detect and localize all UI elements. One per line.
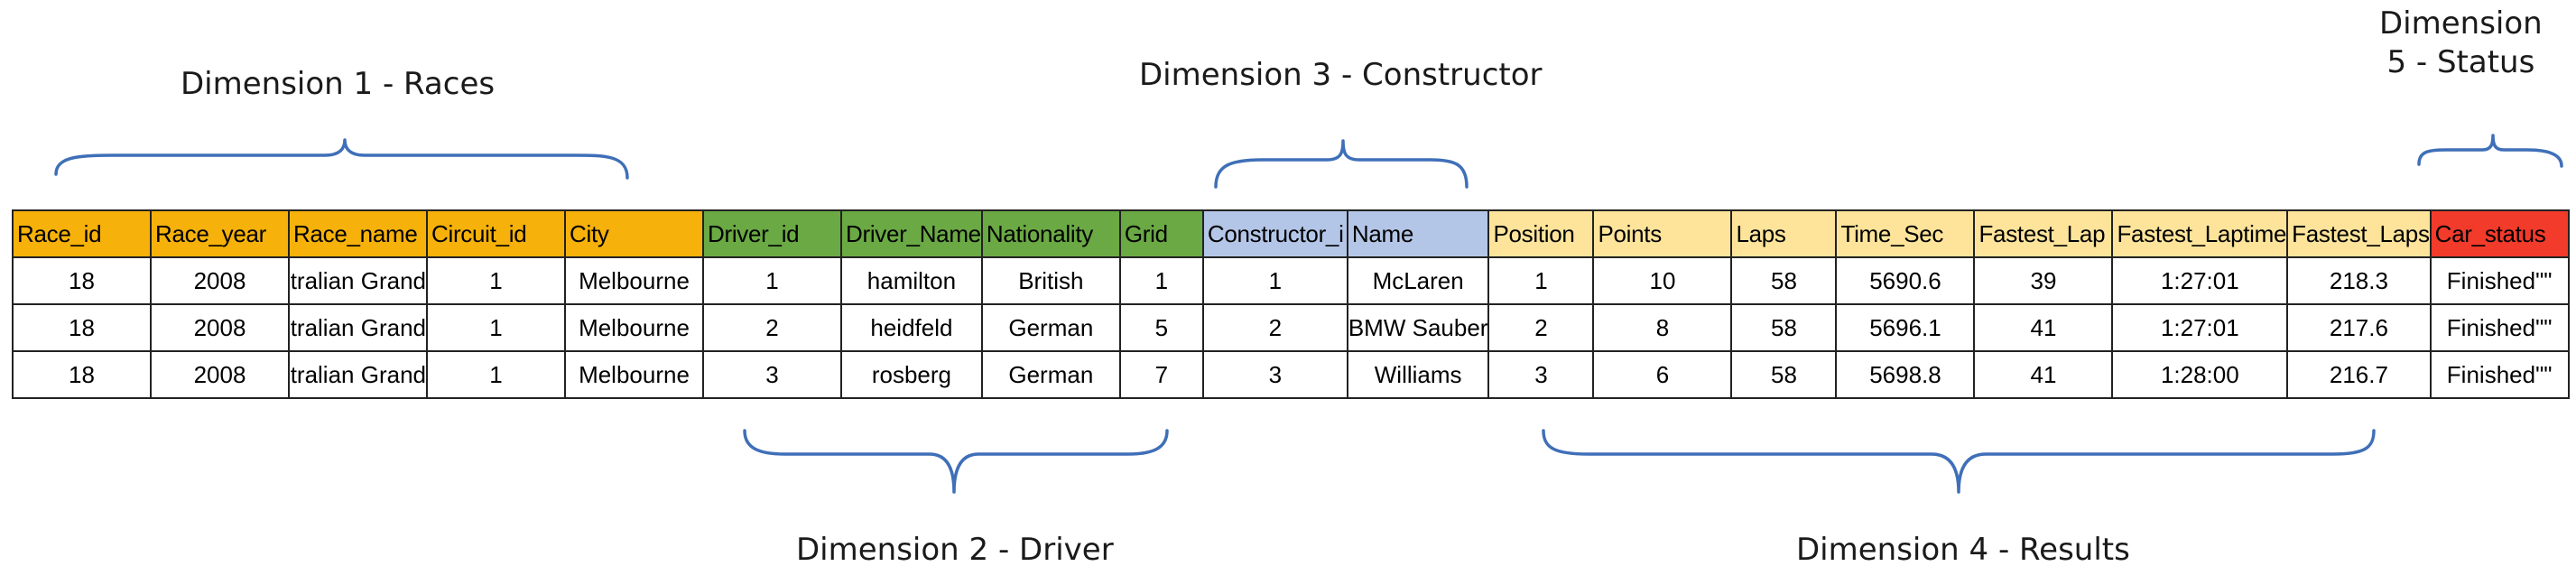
brace-constructor (1214, 139, 1469, 189)
table-cell: 1 (1487, 256, 1595, 305)
table-cell: 5698.8 (1835, 350, 1976, 399)
table-cell: 216.7 (2286, 350, 2432, 399)
brace-driver (743, 429, 1169, 494)
table-cell: 58 (1730, 256, 1838, 305)
header-grid: Grid (1118, 209, 1204, 258)
table-cell: 1 (426, 303, 566, 352)
header-race-name: Race_name (288, 209, 428, 258)
header-nationality: Nationality (980, 209, 1121, 258)
table-cell: 1 (426, 350, 566, 399)
table-cell: McLaren (1346, 256, 1490, 305)
table-cell: 1:28:00 (2111, 350, 2289, 399)
header-laps: Laps (1730, 209, 1838, 258)
table-row: 18 2008 tralian Grand 1 Melbourne 1 hami… (12, 256, 2570, 305)
table-cell: 10 (1592, 256, 1733, 305)
header-fastest-laptime: Fastest_Laptime (2111, 209, 2289, 258)
table-cell: Finished"" (2429, 350, 2570, 399)
header-points: Points (1592, 209, 1733, 258)
header-car-status: Car_status (2429, 209, 2570, 258)
table-cell: 218.3 (2286, 256, 2432, 305)
table-cell: 2008 (150, 256, 290, 305)
table-cell: heidfeld (840, 303, 983, 352)
table-cell: 41 (1973, 303, 2114, 352)
header-fastest-laps: Fastest_Laps (2286, 209, 2432, 258)
table-cell: 217.6 (2286, 303, 2432, 352)
header-row: Race_id Race_year Race_name Circuit_id C… (12, 209, 2570, 258)
table-cell: 18 (12, 303, 152, 352)
header-driver-name: Driver_Name (840, 209, 983, 258)
table-cell: 2 (1487, 303, 1595, 352)
table-cell: 2008 (150, 303, 290, 352)
table-cell: British (980, 256, 1121, 305)
brace-results (1542, 429, 2376, 494)
table-cell: 1 (1201, 256, 1348, 305)
dimension-label-status-line2: 5 - Status (2386, 43, 2535, 80)
table-cell: 1 (1118, 256, 1204, 305)
table-cell: Melbourne (564, 350, 704, 399)
table-cell: 6 (1592, 350, 1733, 399)
table-cell: 5690.6 (1835, 256, 1976, 305)
header-position: Position (1487, 209, 1595, 258)
table-cell: German (980, 303, 1121, 352)
table-cell: 1:27:01 (2111, 256, 2289, 305)
table-cell: 2 (702, 303, 842, 352)
table-cell: 7 (1118, 350, 1204, 399)
dimension-label-status-line1: Dimension (2379, 5, 2543, 42)
table-cell: Melbourne (564, 303, 704, 352)
table-cell: 1:27:01 (2111, 303, 2289, 352)
table-cell: 39 (1973, 256, 2114, 305)
header-constructor-id: Constructor_i (1201, 209, 1348, 258)
dimension-label-results: Dimension 4 - Results (1796, 532, 2130, 568)
header-constructor-name: Name (1346, 209, 1490, 258)
table-cell: BMW Sauber (1346, 303, 1490, 352)
dimension-label-constructor: Dimension 3 - Constructor (1139, 57, 1543, 93)
table-cell: 5 (1118, 303, 1204, 352)
table-cell: rosberg (840, 350, 983, 399)
table-cell: German (980, 350, 1121, 399)
table-cell: 3 (1201, 350, 1348, 399)
table-cell: 8 (1592, 303, 1733, 352)
table-cell: 3 (702, 350, 842, 399)
table-cell: Williams (1346, 350, 1490, 399)
header-city: City (564, 209, 704, 258)
table-row: 18 2008 tralian Grand 1 Melbourne 2 heid… (12, 303, 2570, 352)
table-cell: 3 (1487, 350, 1595, 399)
table-cell: tralian Grand (288, 256, 428, 305)
table-cell: Finished"" (2429, 256, 2570, 305)
header-race-id: Race_id (12, 209, 152, 258)
table-cell: 58 (1730, 350, 1838, 399)
dimension-label-driver: Dimension 2 - Driver (796, 532, 1114, 568)
header-time-sec: Time_Sec (1835, 209, 1976, 258)
table-cell: 2 (1201, 303, 1348, 352)
dimension-label-races: Dimension 1 - Races (181, 66, 496, 102)
table-cell: Finished"" (2429, 303, 2570, 352)
table-cell: 41 (1973, 350, 2114, 399)
table-cell: 58 (1730, 303, 1838, 352)
table-cell: 2008 (150, 350, 290, 399)
table-cell: 1 (702, 256, 842, 305)
header-driver-id: Driver_id (702, 209, 842, 258)
header-race-year: Race_year (150, 209, 290, 258)
table-cell: tralian Grand (288, 350, 428, 399)
f1-results-table: Race_id Race_year Race_name Circuit_id C… (12, 209, 2570, 399)
header-fastest-lap: Fastest_Lap (1973, 209, 2114, 258)
table-cell: 1 (426, 256, 566, 305)
brace-status (2417, 134, 2563, 168)
table-cell: tralian Grand (288, 303, 428, 352)
header-circuit-id: Circuit_id (426, 209, 566, 258)
dimension-label-status: Dimension 5 - Status (2379, 5, 2543, 81)
table-row: 18 2008 tralian Grand 1 Melbourne 3 rosb… (12, 350, 2570, 399)
table-cell: 5696.1 (1835, 303, 1976, 352)
table-cell: 18 (12, 256, 152, 305)
table-cell: 18 (12, 350, 152, 399)
brace-races (54, 138, 629, 180)
table-cell: hamilton (840, 256, 983, 305)
table-cell: Melbourne (564, 256, 704, 305)
